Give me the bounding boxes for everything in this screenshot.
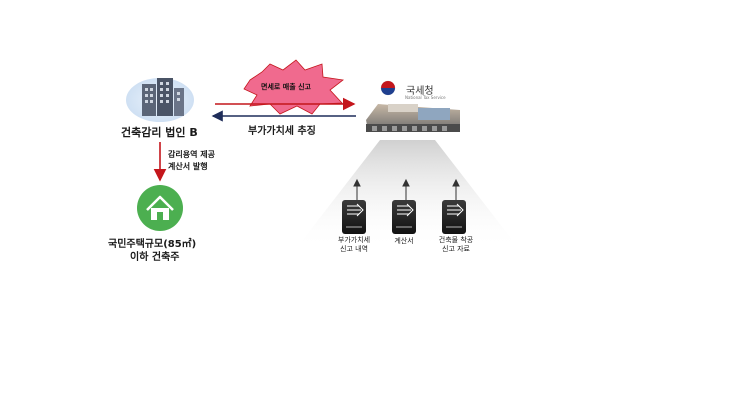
document-server-icon: [392, 200, 416, 234]
client-label-1: 국민주택규모(85㎡): [108, 239, 197, 250]
upload-arrows: [353, 178, 460, 200]
document-server-icon: [342, 200, 366, 234]
collect-label: 부가가치세 추징: [248, 126, 316, 137]
supply-label-2: 계산서 발행: [168, 162, 208, 171]
burst-label: 면세로 매출 신고: [261, 83, 311, 91]
nts-building: [366, 104, 460, 132]
client-label-2: 이하 건축주: [130, 252, 180, 263]
house-icon: [137, 185, 183, 231]
burst-shape: [243, 59, 344, 115]
nts-emblem-icon: [380, 80, 396, 96]
nts-logo-text: 국세청: [406, 86, 434, 97]
corporation-label: 건축감리 법인 B: [121, 126, 198, 139]
nts-logo-subtitle: National Tax Service: [405, 95, 446, 100]
supply-label-1: 감리용역 제공: [168, 150, 215, 159]
doc-label-invoice: 계산서: [394, 237, 414, 245]
corporation-icon: [126, 78, 194, 122]
document-server-icon: [442, 200, 466, 234]
